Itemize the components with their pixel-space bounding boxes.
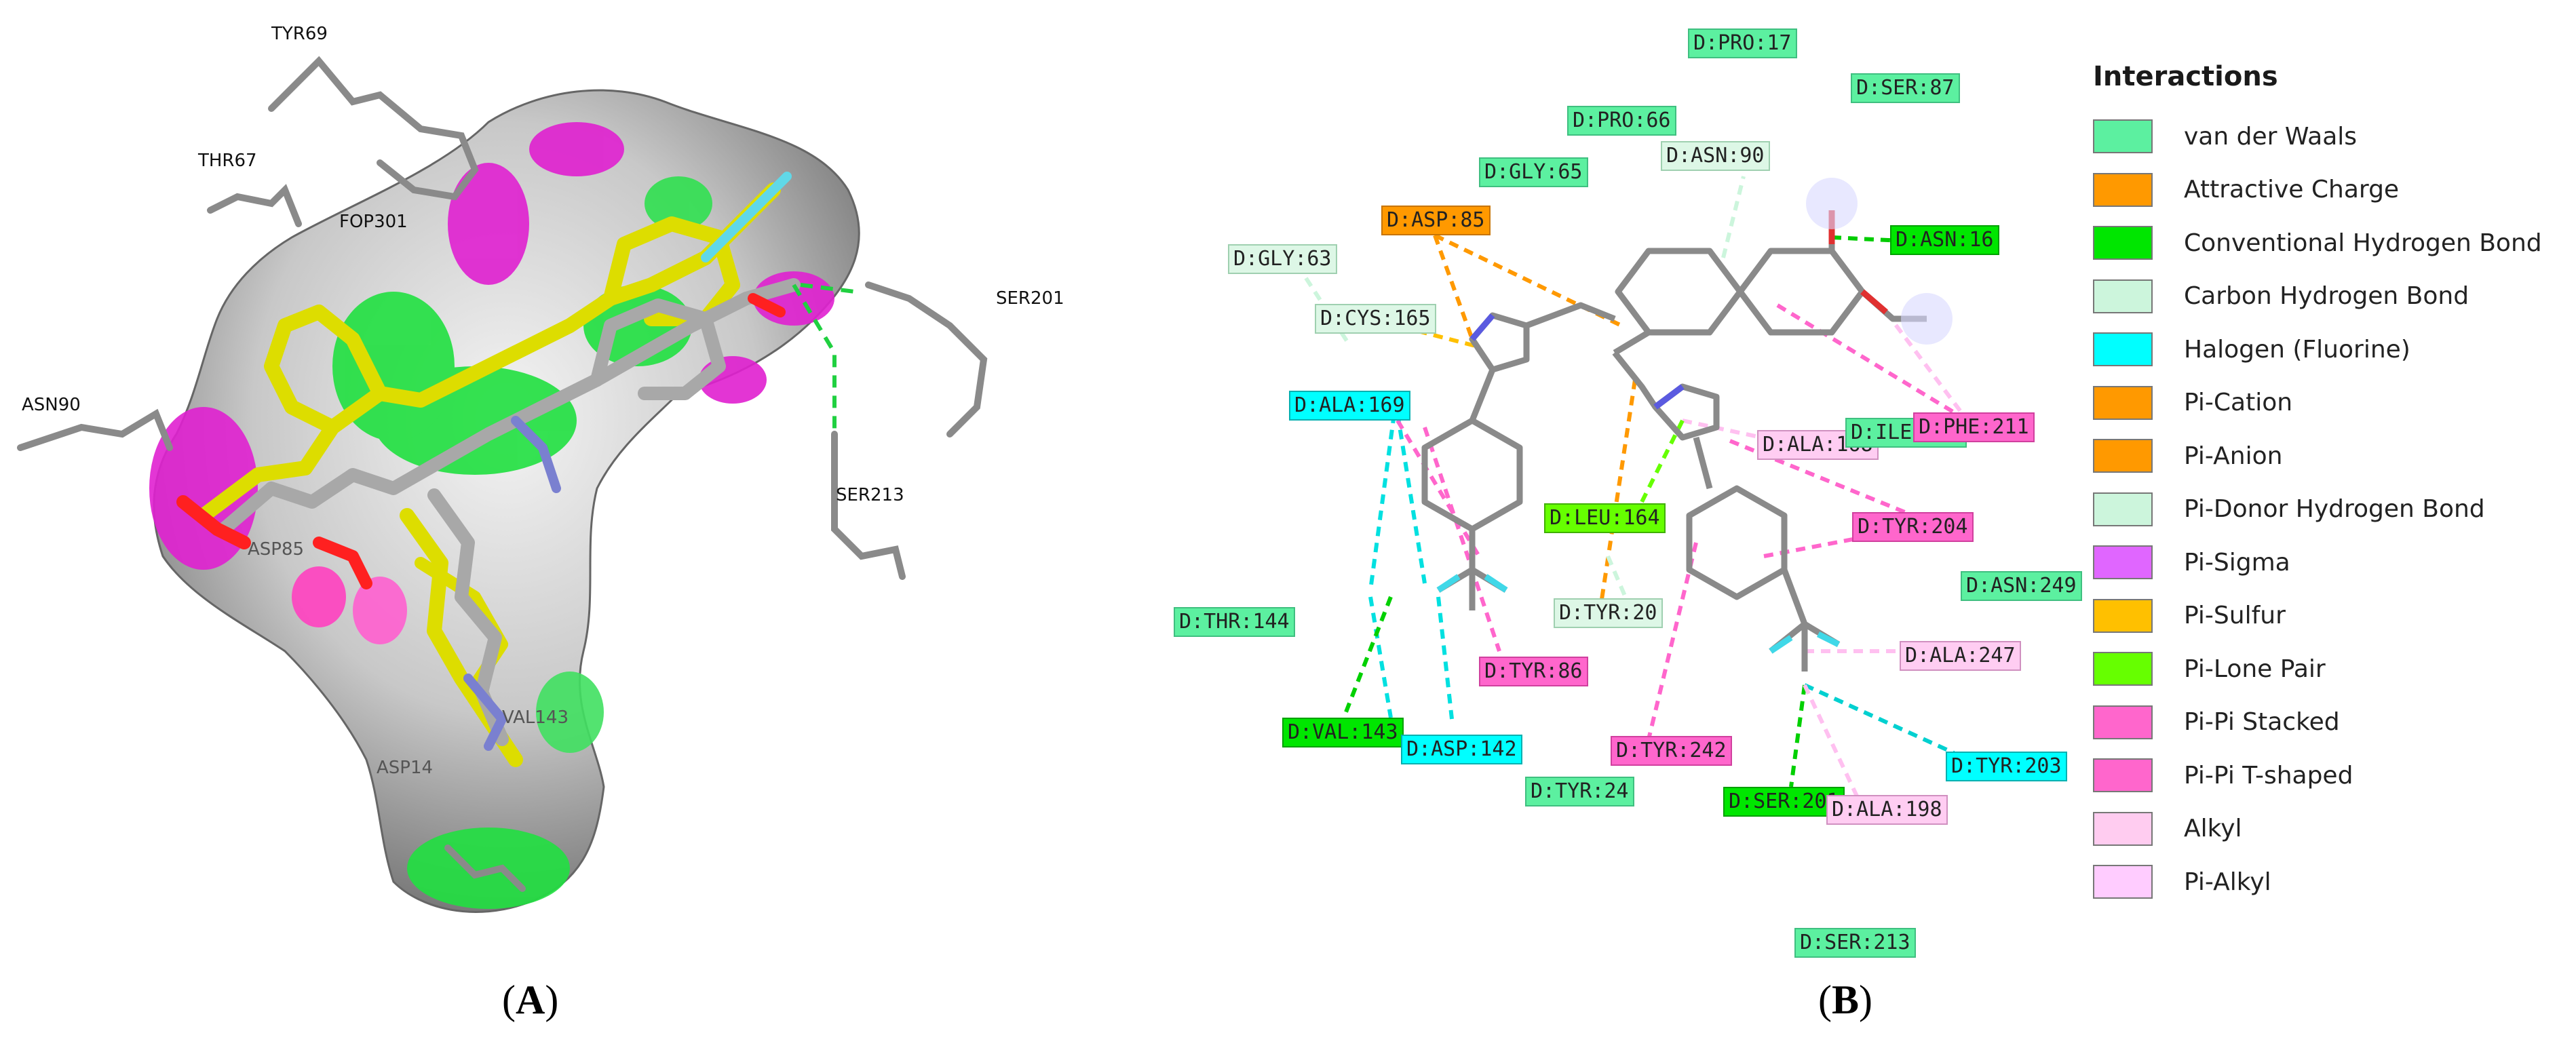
- legend-item: Pi-Anion: [2093, 429, 2568, 483]
- residue-label-tyr86: D:TYR:86: [1479, 657, 1588, 686]
- legend-swatch: [2093, 119, 2153, 154]
- halo: [1901, 293, 1953, 345]
- residue-label-ser213: D:SER:213: [1794, 928, 1916, 958]
- legend-label: Halogen (Fluorine): [2184, 335, 2410, 364]
- residue-label-phe211: D:PHE:211: [1913, 412, 2035, 442]
- legend-label: Pi-Pi T-shaped: [2184, 761, 2353, 790]
- panel-label-b: (B): [1818, 977, 1872, 1022]
- label-asn90: ASN90: [22, 395, 81, 415]
- residue-label-tyr242: D:TYR:242: [1611, 736, 1732, 766]
- residue-label-tyr24: D:TYR:24: [1525, 777, 1634, 806]
- legend-swatch: [2093, 598, 2153, 633]
- ligand-sticks: [176, 172, 801, 767]
- legend-item: Attractive Charge: [2093, 163, 2568, 217]
- residue-label-asp85: D:ASP:85: [1381, 206, 1491, 235]
- legend-label: Carbon Hydrogen Bond: [2184, 282, 2469, 311]
- legend-swatch: [2093, 652, 2153, 686]
- legend-label: Pi-Anion: [2184, 442, 2283, 470]
- legend-label: Pi-Alkyl: [2184, 868, 2271, 896]
- residue-label-val143: D:VAL:143: [1282, 718, 1404, 747]
- label-val143: VAL143: [502, 707, 569, 728]
- receptor-residue-sticks: [17, 56, 988, 892]
- label-ser213: SER213: [836, 485, 904, 505]
- legend-label: Attractive Charge: [2184, 176, 2400, 204]
- residue-label-ala169: D:ALA:169: [1289, 391, 1410, 421]
- residue-label-tyr204: D:TYR:204: [1852, 512, 1974, 542]
- legend-item: Pi-Donor Hydrogen Bond: [2093, 483, 2568, 537]
- residue-label-pro66: D:PRO:66: [1567, 106, 1676, 136]
- residue-label-ser201: D:SER:201: [1723, 787, 1845, 817]
- legend-item: Pi-Sigma: [2093, 536, 2568, 589]
- residue-label-asp142: D:ASP:142: [1401, 735, 1522, 764]
- residue-label-thr144: D:THR:144: [1174, 607, 1295, 637]
- residue-label-pro17: D:PRO:17: [1688, 28, 1797, 58]
- legend-item: Pi-Pi T-shaped: [2093, 749, 2568, 802]
- legend-swatch: [2093, 705, 2153, 739]
- residue-label-asn90: D:ASN:90: [1661, 141, 1770, 171]
- legend-label: Pi-Donor Hydrogen Bond: [2184, 495, 2485, 524]
- legend-item: Pi-Lone Pair: [2093, 642, 2568, 696]
- residue-label-asn16: D:ASN:16: [1890, 225, 1999, 255]
- legend-item: Halogen (Fluorine): [2093, 323, 2568, 376]
- legend-label: Conventional Hydrogen Bond: [2184, 229, 2542, 257]
- panel-label-a: (A): [502, 977, 559, 1022]
- legend-swatch: [2093, 545, 2153, 580]
- residue-label-asn249: D:ASN:249: [1961, 571, 2082, 601]
- legend-swatch: [2093, 811, 2153, 846]
- legend-item: van der Waals: [2093, 110, 2568, 163]
- residue-label-cys165: D:CYS:165: [1315, 304, 1436, 334]
- legend-swatch: [2093, 332, 2153, 367]
- label-asp85: ASP85: [248, 539, 304, 560]
- residue-label-ala198: D:ALA:198: [1826, 795, 1948, 825]
- label-ser201: SER201: [996, 288, 1064, 309]
- legend-swatch: [2093, 439, 2153, 473]
- residue-label-ser87: D:SER:87: [1851, 73, 1960, 103]
- panel-a-3d-binding-view: TYR69 THR67 FOP301 SER201 ASN90 SER213 A…: [17, 24, 1064, 913]
- legend-swatch: [2093, 226, 2153, 260]
- legend-swatch: [2093, 865, 2153, 899]
- halo: [1806, 178, 1858, 229]
- legend-swatch: [2093, 279, 2153, 313]
- legend-label: Pi-Lone Pair: [2184, 655, 2326, 683]
- residue-label-gly63: D:GLY:63: [1228, 244, 1337, 274]
- legend-label: Pi-Sulfur: [2184, 602, 2286, 630]
- label-thr67: THR67: [197, 151, 257, 171]
- residue-label-tyr20: D:TYR:20: [1554, 598, 1663, 628]
- legend-item: Carbon Hydrogen Bond: [2093, 270, 2568, 324]
- legend-label: van der Waals: [2184, 122, 2358, 151]
- residue-label-ala247: D:ALA:247: [1900, 641, 2021, 671]
- legend-swatch: [2093, 172, 2153, 207]
- legend-item: Pi-Pi Stacked: [2093, 696, 2568, 750]
- legend-label: Pi-Cation: [2184, 389, 2293, 417]
- hbond-dashes-3d: [792, 283, 856, 434]
- label-fop301: FOP301: [339, 212, 408, 232]
- legend-label: Pi-Pi Stacked: [2184, 708, 2340, 737]
- residue-label-leu164: D:LEU:164: [1544, 503, 1666, 533]
- legend-item: Pi-Sulfur: [2093, 589, 2568, 643]
- legend-item: Pi-Cation: [2093, 376, 2568, 430]
- legend-item: Alkyl: [2093, 802, 2568, 856]
- legend-label: Alkyl: [2184, 815, 2242, 843]
- legend-title: Interactions: [2093, 61, 2278, 92]
- residue-label-gly65: D:GLY:65: [1479, 157, 1588, 187]
- legend-label: Pi-Sigma: [2184, 548, 2290, 577]
- legend-item: Conventional Hydrogen Bond: [2093, 216, 2568, 270]
- residue-label-tyr203: D:TYR:203: [1946, 752, 2067, 781]
- legend-swatch: [2093, 758, 2153, 793]
- legend-swatch: [2093, 492, 2153, 526]
- label-tyr69: TYR69: [271, 24, 328, 44]
- legend-item: Pi-Alkyl: [2093, 855, 2568, 909]
- label-asp142: ASP14: [377, 758, 433, 778]
- legend-swatch: [2093, 385, 2153, 420]
